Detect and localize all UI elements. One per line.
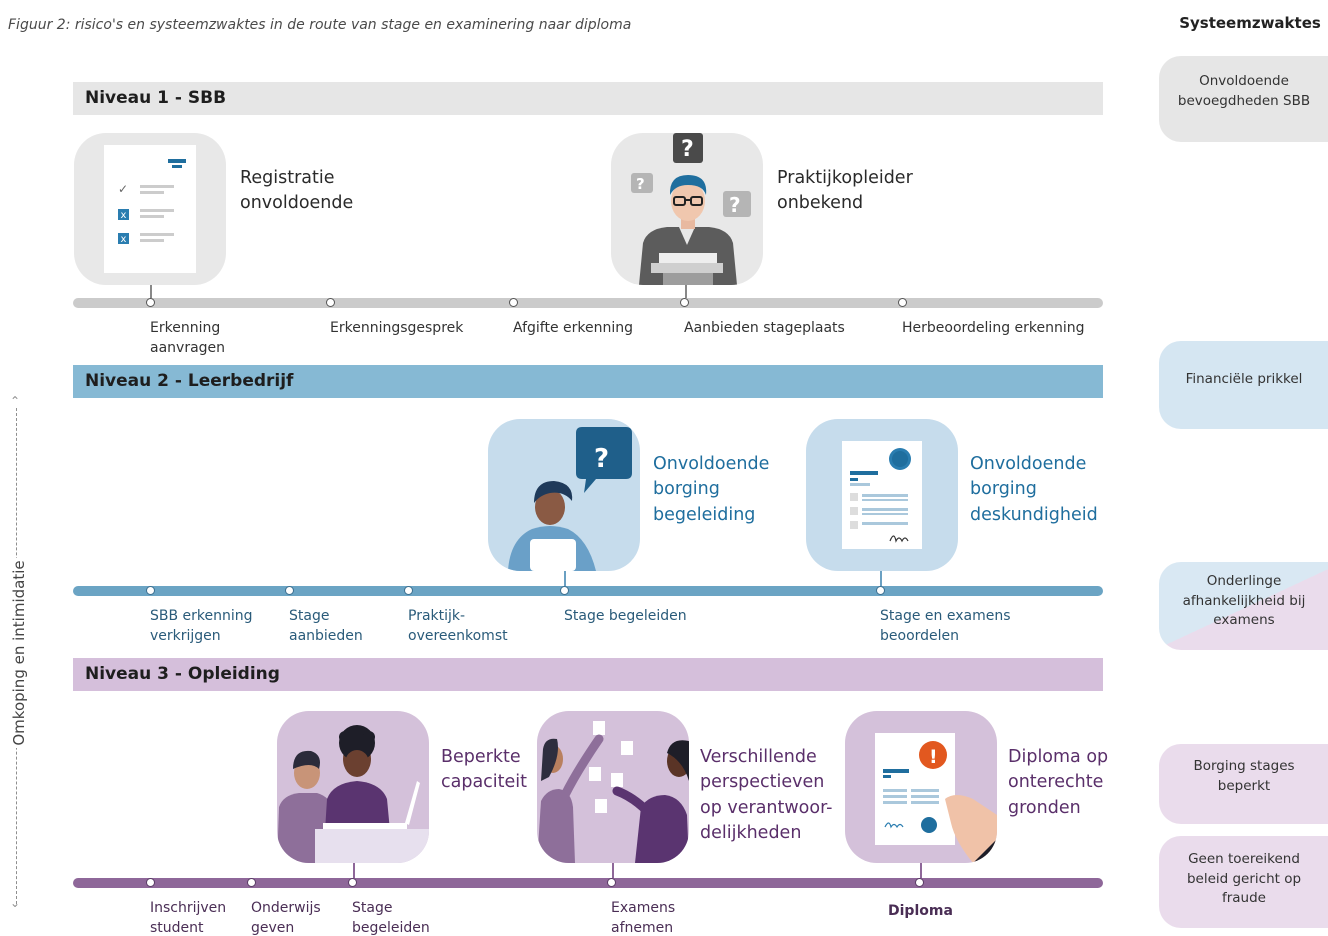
step-label: SBB erkenning verkrijgen: [150, 608, 253, 645]
timeline-dot: [607, 878, 616, 887]
weakness-box-dependency: Onderlinge afhankelijkheid bij examens: [1159, 562, 1328, 650]
weakness-box-fraud-policy: Geen toereikend beleid gericht op fraude: [1159, 836, 1328, 928]
side-label: ⌃ Omkoping en intimidatie ⌄: [6, 394, 28, 910]
people-sticky-notes-icon: [537, 721, 689, 863]
risk-label: Onvoldoende borging begeleiding: [653, 454, 770, 525]
step-label: Stage aanbieden: [289, 608, 363, 645]
connector-line: [353, 863, 355, 879]
step-label: Afgifte erkenning: [513, 320, 634, 336]
step-label: Erkenning aanvragen: [150, 320, 226, 357]
step-label: Onderwijs geven: [251, 900, 321, 936]
question-mark: ?: [594, 444, 609, 474]
connector-line: [880, 571, 882, 587]
step-label-diploma: Diploma: [888, 903, 953, 919]
step-label: Erkenningsgesprek: [330, 320, 464, 336]
timeline-dot: [146, 878, 155, 887]
step-label: Stage begeleiden: [352, 900, 430, 936]
timeline-dot: [247, 878, 256, 887]
certificate-icon: [842, 441, 922, 549]
timeline-dot: [876, 586, 885, 595]
question-mark: ?: [681, 137, 694, 162]
document-checklist-icon: ✓ x x: [104, 145, 196, 273]
timeline-dot: [509, 298, 518, 307]
level-1-header: Niveau 1 - SBB: [73, 82, 1103, 115]
expertise-illustration: [806, 419, 958, 571]
registration-document-illustration: ✓ x x: [74, 133, 226, 285]
svg-text:x: x: [121, 210, 127, 221]
risk-label: Diploma op onterechte gronden: [1008, 747, 1109, 818]
connector-line: [920, 863, 922, 879]
weakness-box-internships: Borging stages beperkt: [1159, 744, 1328, 824]
svg-text:?: ?: [636, 175, 645, 193]
timeline-level-3: [73, 878, 1103, 888]
step-label: Herbeoordeling erkenning: [902, 320, 1085, 336]
guidance-illustration: ?: [488, 419, 640, 571]
svg-text:?: ?: [729, 193, 741, 217]
timeline-level-1: [73, 298, 1103, 308]
level-3-header: Niveau 3 - Opleiding: [73, 658, 1103, 691]
connector-line: [564, 571, 566, 587]
connector-line: [150, 285, 152, 301]
perspectives-illustration: [537, 711, 689, 863]
arrow-up-icon: ⌃: [10, 394, 21, 408]
person-question-icon: ? ? ?: [631, 133, 751, 285]
weakness-box-authority: Onvoldoende bevoegdheden SBB: [1159, 56, 1328, 142]
level-2-header: Niveau 2 - Leerbedrijf: [73, 365, 1103, 398]
risk-label: Onvoldoende borging deskundigheid: [970, 454, 1098, 525]
timeline-dot: [285, 586, 294, 595]
warning-mark: !: [929, 746, 938, 768]
arrow-down-icon: ⌄: [10, 896, 21, 910]
timeline-dot: [404, 586, 413, 595]
step-label: Inschrijven student: [150, 900, 227, 936]
step-label: Stage en examens beoordelen: [880, 608, 1011, 645]
connector-line: [612, 863, 614, 879]
diploma-illustration: !: [845, 711, 997, 863]
timeline-dot: [898, 298, 907, 307]
timeline-dot: [560, 586, 569, 595]
weakness-box-financial: Financiële prikkel: [1159, 341, 1328, 429]
person-speech-bubble-icon: ?: [508, 427, 632, 571]
risk-label: Praktijkopleider onbekend: [777, 168, 913, 214]
timeline-level-2: [73, 586, 1103, 596]
timeline-dot: [915, 878, 924, 887]
supervisor-unknown-illustration: ? ? ?: [611, 133, 763, 285]
svg-text:x: x: [121, 234, 127, 245]
risk-label: Registratie onvoldoende: [240, 168, 354, 214]
risk-label: Verschillende perspectieven op verantwoo…: [700, 747, 833, 844]
timeline-dot: [348, 878, 357, 887]
timeline-dot: [146, 586, 155, 595]
diploma-warning-icon: !: [875, 733, 997, 863]
two-people-laptop-icon: [277, 725, 429, 863]
step-label: Aanbieden stageplaats: [684, 320, 845, 336]
connector-line: [685, 285, 687, 301]
side-label-text: Omkoping en intimidatie: [10, 558, 28, 748]
figure-caption: Figuur 2: risico's en systeemzwaktes in …: [8, 17, 632, 33]
timeline-dot: [146, 298, 155, 307]
step-label: Stage begeleiden: [564, 608, 687, 624]
timeline-dot: [680, 298, 689, 307]
timeline-dot: [326, 298, 335, 307]
step-label: Examens afnemen: [611, 900, 676, 936]
step-label: Praktijk- overeenkomst: [408, 608, 508, 645]
capacity-illustration: [277, 711, 429, 863]
risk-label: Beperkte capaciteit: [441, 747, 528, 793]
svg-text:✓: ✓: [118, 182, 128, 196]
system-weaknesses-title: Systeemzwaktes: [1179, 14, 1321, 32]
